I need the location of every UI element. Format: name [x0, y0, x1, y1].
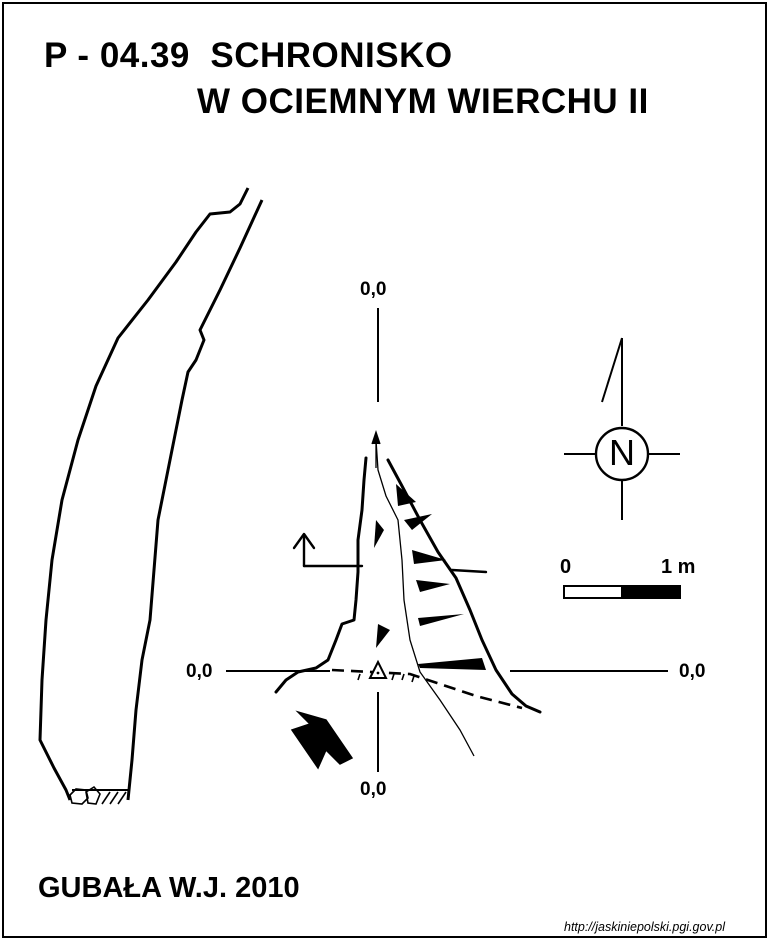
datum-axes [226, 308, 668, 772]
scale-label-start: 0 [560, 556, 572, 578]
cave-plan-outline [274, 456, 542, 714]
hachure [404, 514, 432, 530]
small-arrow-head [371, 429, 381, 445]
hachure [418, 658, 486, 670]
cave-plan-thin-lines [371, 429, 475, 757]
north-arrow [564, 337, 680, 520]
scale-bar [563, 585, 681, 599]
survey-station-triangle [368, 659, 388, 679]
hachure [396, 484, 416, 506]
datum-label-left: 0,0 [186, 661, 213, 682]
east-wall [386, 458, 542, 714]
cave-title-line-1: P - 04.39 SCHRONISKO [44, 36, 453, 75]
drip-line [375, 439, 475, 757]
north-letter: N [609, 432, 635, 473]
datum-label-right: 0,0 [679, 661, 706, 682]
hachure [376, 624, 390, 648]
hachure [412, 550, 446, 564]
hachure [416, 580, 450, 592]
hachure [418, 614, 464, 626]
datum-label-bottom: 0,0 [360, 779, 387, 800]
hachure [374, 520, 384, 548]
source-url[interactable]: http://jaskiniepolski.pgi.gov.pl [564, 920, 725, 934]
scale-label-end: 1 m [661, 556, 696, 578]
slope-hachures [374, 484, 486, 670]
entrance-ticks [357, 673, 415, 683]
cave-title-line-2: W OCIEMNYM WIERCHU II [197, 82, 649, 121]
entrance-dashed-line [331, 668, 523, 710]
cave-cross-section [38, 187, 264, 801]
entrance-arrow [290, 710, 354, 770]
side-passage-arrow [292, 532, 316, 550]
author-credit: GUBAŁA W.J. 2010 [38, 872, 300, 904]
cave-cross-section-rubble [69, 785, 127, 805]
west-wall [274, 456, 368, 694]
datum-label-top: 0,0 [360, 279, 387, 300]
